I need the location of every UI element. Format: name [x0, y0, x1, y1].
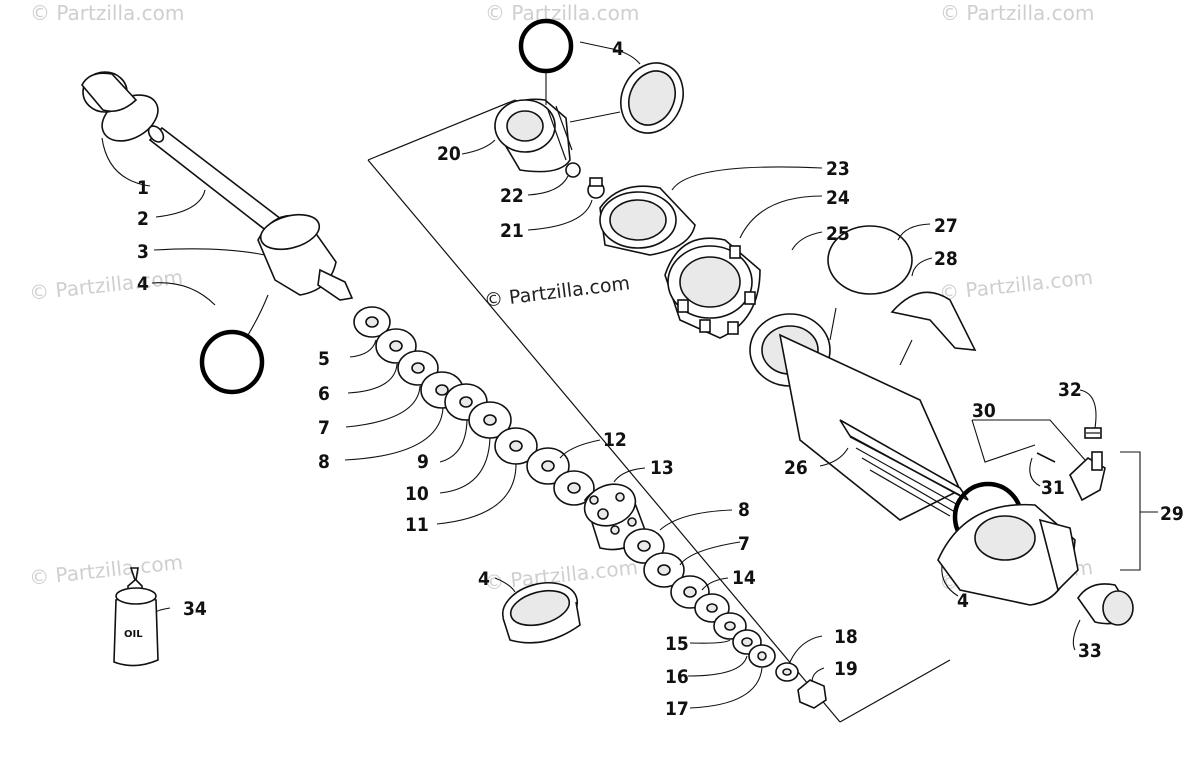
callout-7-lower: 7 [738, 533, 750, 555]
callout-labels: 1 2 3 4 5 6 7 8 9 10 11 12 13 8 7 14 15 … [137, 38, 1184, 720]
part-28-decal [890, 291, 977, 351]
part-23-sleeve [599, 185, 696, 256]
callout-24: 24 [826, 187, 850, 209]
callout-26: 26 [784, 457, 808, 479]
part-4-o-ring [518, 18, 574, 74]
callout-5: 5 [318, 348, 330, 370]
part-20-reservoir-cap [494, 98, 573, 173]
leader-lines [101, 41, 1158, 709]
watermark-main: © Partzilla.com [483, 272, 631, 312]
callout-4-body: 4 [957, 590, 969, 612]
callout-18: 18 [834, 626, 858, 648]
callout-2: 2 [137, 208, 149, 230]
part-4-bushing-lower [501, 582, 581, 644]
callout-27: 27 [934, 215, 958, 237]
callout-33: 33 [1078, 640, 1102, 662]
part-1-eyelet [81, 71, 159, 142]
callout-25: 25 [826, 223, 850, 245]
callout-7: 7 [318, 417, 330, 439]
callout-19: 19 [834, 658, 858, 680]
part-22-o-ring [565, 162, 581, 178]
subassembly-frame [367, 99, 951, 723]
part-3-rod-seal-head [257, 213, 354, 301]
part-29-lower-eyelet [937, 503, 1079, 606]
callout-34: 34 [183, 598, 207, 620]
callout-14: 14 [732, 567, 756, 589]
part-4-bushing [620, 62, 684, 134]
callout-31: 31 [1041, 477, 1065, 499]
watermark: © Partzilla.com [28, 550, 184, 590]
part-30-pin [1036, 452, 1056, 463]
part-31-valve-stem [1069, 451, 1106, 502]
callout-9: 9 [417, 451, 429, 473]
callout-32: 32 [1058, 379, 1082, 401]
callout-3: 3 [137, 241, 149, 263]
callout-22: 22 [500, 185, 524, 207]
callout-10: 10 [405, 483, 429, 505]
watermark: © Partzilla.com [28, 265, 184, 305]
callout-12: 12 [603, 429, 627, 451]
callout-4: 4 [137, 273, 149, 295]
part-32-screw [1084, 427, 1102, 439]
part-34-oil-bottle: OIL [113, 567, 159, 667]
watermark: © Partzilla.com [938, 265, 1094, 305]
callout-29: 29 [1160, 503, 1184, 525]
callout-17: 17 [665, 698, 689, 720]
callout-30: 30 [972, 400, 996, 422]
callout-13: 13 [650, 457, 674, 479]
watermark: © Partzilla.com [940, 1, 1094, 25]
callout-4-bushing-lower: 4 [478, 568, 490, 590]
callout-28: 28 [934, 248, 958, 270]
callout-11: 11 [405, 514, 429, 536]
callout-1: 1 [137, 177, 149, 199]
watermark: © Partzilla.com [485, 1, 639, 25]
callout-6: 6 [318, 383, 330, 405]
shim-stack [353, 306, 595, 506]
part-19-nut [797, 679, 827, 709]
callout-8: 8 [318, 451, 330, 473]
oil-bottle-label: OIL [124, 629, 143, 640]
callout-20: 20 [437, 143, 461, 165]
watermark: © Partzilla.com [30, 1, 184, 25]
callout-8-lower: 8 [738, 499, 750, 521]
part-33-bushing [1077, 583, 1134, 626]
part-24-adjuster-ring [664, 237, 761, 339]
part-21-valve [587, 177, 605, 199]
callout-15: 15 [665, 633, 689, 655]
lower-shim-stack [623, 528, 827, 709]
part-26-shock-body [778, 333, 969, 521]
callout-21: 21 [500, 220, 524, 242]
part-27-label [827, 225, 913, 295]
callout-4-top: 4 [612, 38, 624, 60]
callout-23: 23 [826, 158, 850, 180]
part-4-o-ring [199, 329, 265, 395]
callout-16: 16 [665, 666, 689, 688]
